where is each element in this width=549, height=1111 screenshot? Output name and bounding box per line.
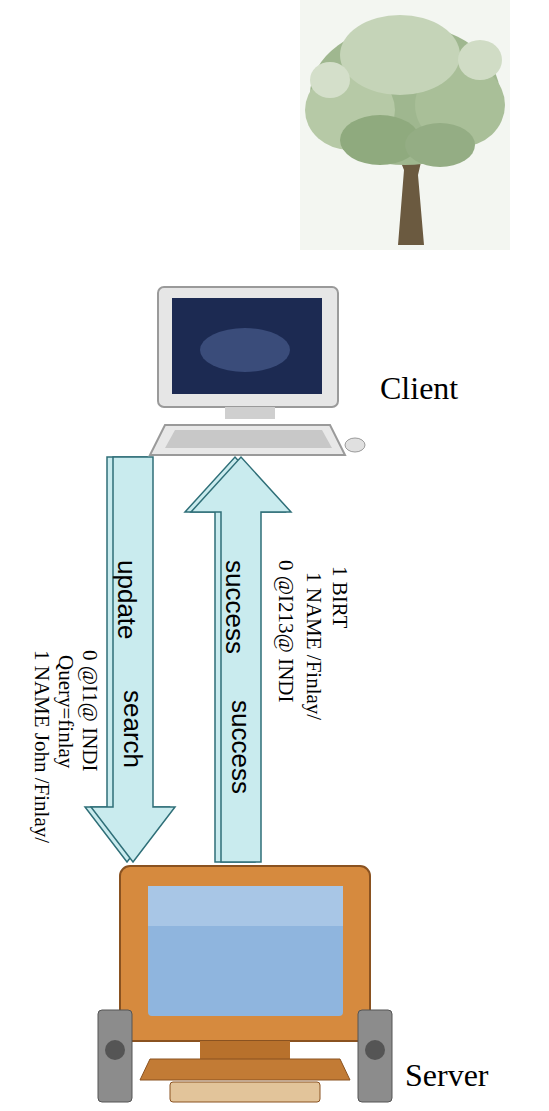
- client-computer-illustration: [150, 287, 365, 455]
- message-text: 1 NAME /Finlay/: [302, 572, 326, 720]
- arrow-label: success: [221, 560, 249, 654]
- arrow-label: update: [113, 560, 141, 640]
- message-text: 1 NAME John /Finlay/: [30, 650, 54, 843]
- computer-node: Server: [90, 862, 540, 1107]
- server-illustration: [98, 866, 392, 1102]
- tree-illustration: [300, 0, 510, 250]
- message-text: 1 BIRT: [328, 566, 352, 628]
- arrow-label: success: [227, 700, 255, 794]
- message-text: Query=finlay: [54, 655, 78, 768]
- node-label: Server: [405, 1057, 489, 1093]
- node-label: Client: [380, 370, 458, 406]
- message-text: 0 @I213@ INDI: [274, 560, 298, 703]
- message-text: 0 @I1@ INDI: [78, 650, 102, 772]
- block-arrow: [91, 457, 175, 862]
- arrow-label: search: [119, 690, 147, 768]
- computer-node: Client: [140, 285, 535, 457]
